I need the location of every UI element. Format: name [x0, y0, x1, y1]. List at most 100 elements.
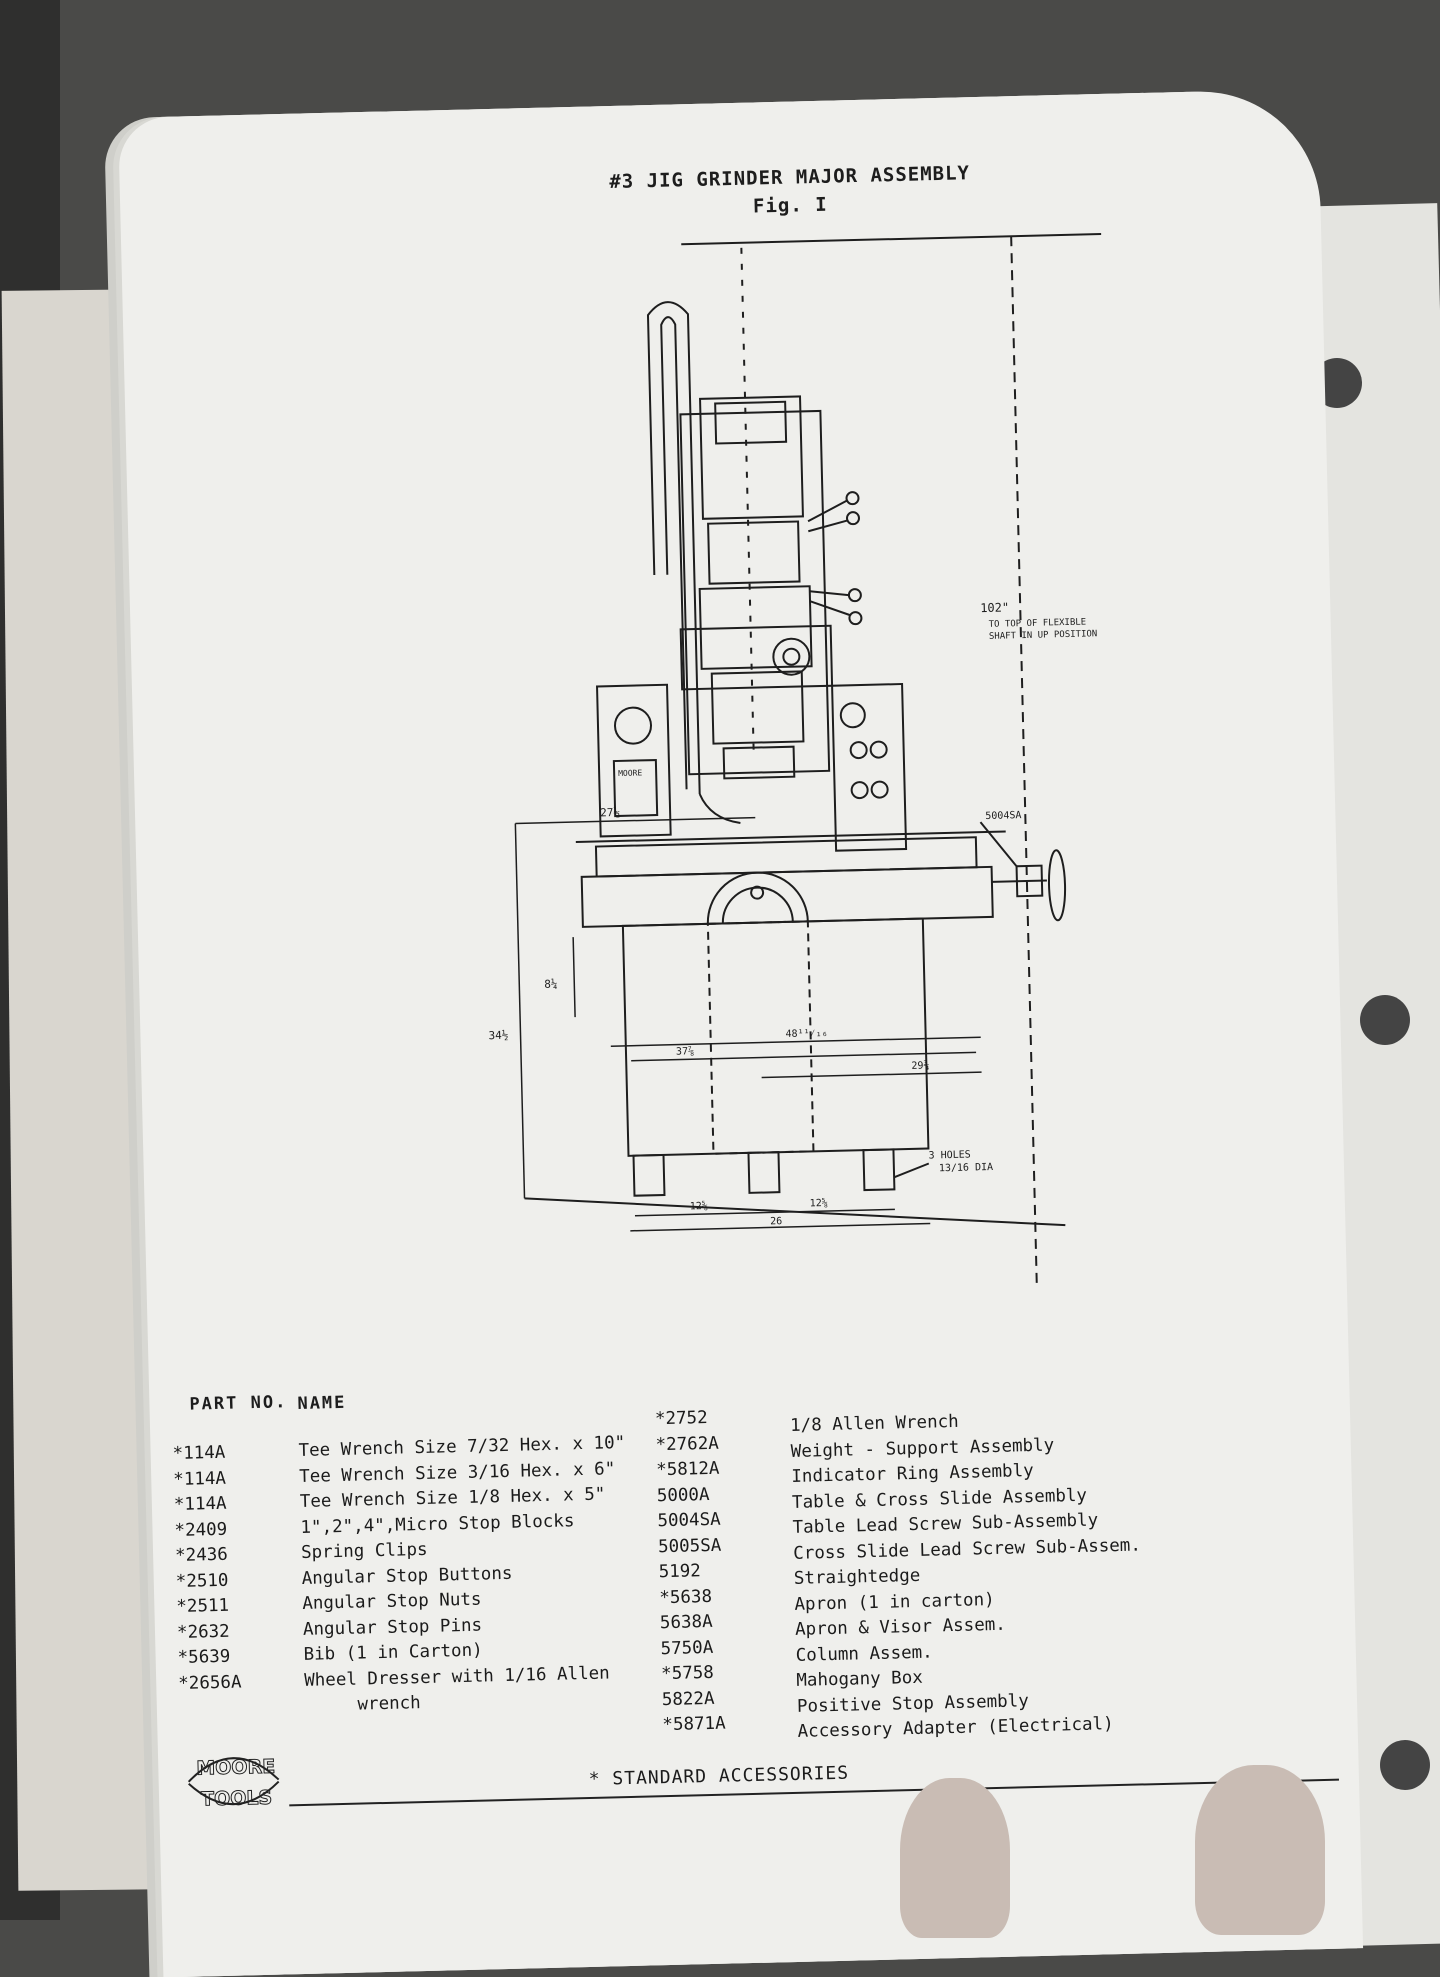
standard-accessories-note: * STANDARD ACCESSORIES [588, 1762, 850, 1790]
callout-5004sa: 5004SA [985, 810, 1021, 822]
height-dim-line [1010, 236, 1038, 1286]
dim-26-label: 26 [770, 1216, 782, 1227]
work-table [594, 836, 978, 878]
center-line [740, 247, 755, 753]
left-cabinet [596, 683, 672, 838]
control-button-icon [850, 781, 869, 800]
dim-12-line [634, 1208, 895, 1217]
top-reference-line [681, 233, 1102, 246]
col-header-name: NAME [297, 1392, 347, 1414]
list-item: *114A [172, 1442, 226, 1465]
dim-34-label: 34½ [488, 1029, 508, 1042]
lever-knob-icon [845, 511, 860, 526]
left-gauge-icon [613, 706, 652, 745]
spindle-housing [707, 520, 801, 585]
motor-cap [714, 400, 788, 445]
list-item: *2409 [174, 1519, 228, 1541]
logo-line-1: MOORE [196, 1756, 275, 1780]
list-item: *2436 [174, 1544, 229, 1567]
dim-26-line [630, 1222, 931, 1232]
lead-screw-nut [1015, 864, 1044, 898]
list-item: *5871A [662, 1713, 726, 1736]
height-dim-label: 102" [980, 600, 1009, 615]
dim-48-line [610, 1036, 981, 1047]
list-item: *2752 [654, 1407, 708, 1430]
list-item: *2510 [175, 1570, 229, 1592]
angular-stop-arc-inner [721, 886, 794, 924]
leveling-foot-center [747, 1151, 781, 1194]
list-item: 5822A [661, 1688, 715, 1710]
right-gauge-icon [839, 702, 866, 729]
dim-48-label: 48¹¹⁄₁₆ [785, 1028, 827, 1040]
right-part-names: 1/8 Allen Wrench Weight - Support Assemb… [790, 1405, 1146, 1745]
dim-29-label: 29¾ [911, 1059, 929, 1071]
list-item: *2632 [176, 1621, 230, 1643]
list-item: *2762A [655, 1433, 720, 1455]
lever-knob-icon [848, 611, 863, 626]
holes-leader [893, 1162, 930, 1179]
handwheel-hub-icon [782, 647, 801, 666]
list-item: 5004SA [657, 1509, 721, 1532]
jig-grinder-drawing: 102" TO TOP OF FLEXIBLE SHAFT IN UP POSI… [488, 233, 1102, 1286]
thumb-left [900, 1778, 1010, 1938]
flexible-shaft-inner [660, 316, 688, 790]
list-item: *2656A [178, 1671, 242, 1694]
dim-12b-label: 12⅝ [810, 1197, 828, 1209]
control-button-icon [870, 780, 889, 799]
table-top-line [575, 830, 1006, 844]
binder-hole-icon [1380, 1740, 1430, 1790]
leveling-foot-left [632, 1153, 666, 1197]
flexible-shaft-end [698, 793, 741, 824]
control-button-icon [869, 740, 888, 759]
dim-29-line [761, 1071, 982, 1079]
list-item: 5005SA [657, 1535, 722, 1557]
dim-27-label: 27½ [600, 806, 620, 819]
binder-hole-icon [1360, 995, 1410, 1045]
list-item: *5758 [660, 1662, 715, 1685]
table-base [580, 865, 994, 928]
quill-housing [710, 670, 805, 745]
machine-base [621, 917, 930, 1157]
moore-tools-logo: MOORE TOOLS [187, 1755, 280, 1811]
lead-screw [991, 879, 1047, 883]
list-item: 5750A [660, 1637, 714, 1659]
lead-screw-handwheel-icon [1047, 849, 1067, 922]
lever-knob-icon [847, 588, 862, 603]
placard-label: MOORE [618, 768, 642, 778]
center-pivot-icon [750, 885, 765, 900]
dim-8-label: 8¼ [544, 978, 558, 991]
list-item: *114A [173, 1493, 227, 1516]
list-item: *2511 [176, 1595, 230, 1618]
control-levers [807, 499, 851, 617]
left-part-numbers: *114A *114A *114A *2409 *2436 *2510 *251… [172, 1441, 241, 1697]
leveling-foot-right [862, 1148, 896, 1192]
angular-stop-arc [706, 871, 809, 924]
quill [722, 745, 796, 780]
left-dim-line [514, 823, 526, 1199]
right-cabinet [831, 682, 908, 852]
right-part-numbers: *2752 *2762A *5812A 5000A 5004SA 5005SA … [655, 1406, 726, 1739]
height-note-1: TO TOP OF FLEXIBLE [989, 617, 1087, 629]
dim-27-line [515, 816, 756, 825]
head-plate [679, 624, 834, 691]
thumb-right [1195, 1765, 1325, 1935]
list-item: 5638A [659, 1611, 713, 1634]
dim-37-line [631, 1051, 977, 1062]
control-button-icon [849, 741, 868, 760]
list-item: *5812A [655, 1458, 720, 1481]
height-note-2: SHAFT IN UP POSITION [989, 629, 1098, 642]
spindle-motor [699, 395, 804, 520]
list-item: 5192 [658, 1561, 702, 1583]
dim-8-line [572, 937, 576, 1018]
manual-page: #3 JIG GRINDER MAJOR ASSEMBLY Fig. I 102… [118, 88, 1364, 1977]
list-item: *5638 [659, 1586, 713, 1608]
page-title-block: #3 JIG GRINDER MAJOR ASSEMBLY Fig. I [539, 158, 1040, 226]
lever-knob-icon [845, 491, 860, 506]
holes-note-1: 3 HOLES [928, 1149, 970, 1161]
handwheel-icon [772, 637, 811, 676]
list-item: *5639 [177, 1646, 231, 1668]
list-item: *114A [173, 1468, 227, 1490]
placard [612, 759, 659, 818]
holes-note-2: 13/16 DIA [939, 1162, 993, 1174]
logo-line-2: TOOLS [201, 1787, 273, 1811]
